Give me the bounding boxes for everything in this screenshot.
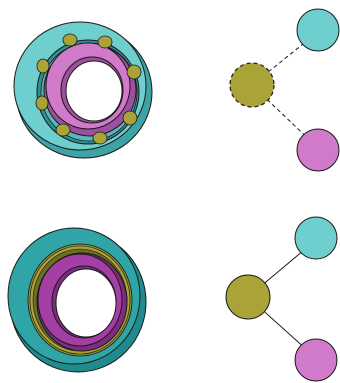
outer-ring-node [294,216,338,260]
outer-ring-node [296,8,340,52]
bearing-sealed-illustration [7,227,147,373]
diagram-assembled [225,216,338,382]
inner-ring [36,252,128,352]
rolling-element-node [225,274,271,320]
inner-ring-node [294,338,338,382]
diagram-separated [229,8,340,172]
bearing-exploded-illustration [13,21,153,159]
rolling-element-node [229,62,275,108]
inner-ring [43,42,137,137]
inner-ring-node [296,128,340,172]
rolling-balls [35,33,142,145]
